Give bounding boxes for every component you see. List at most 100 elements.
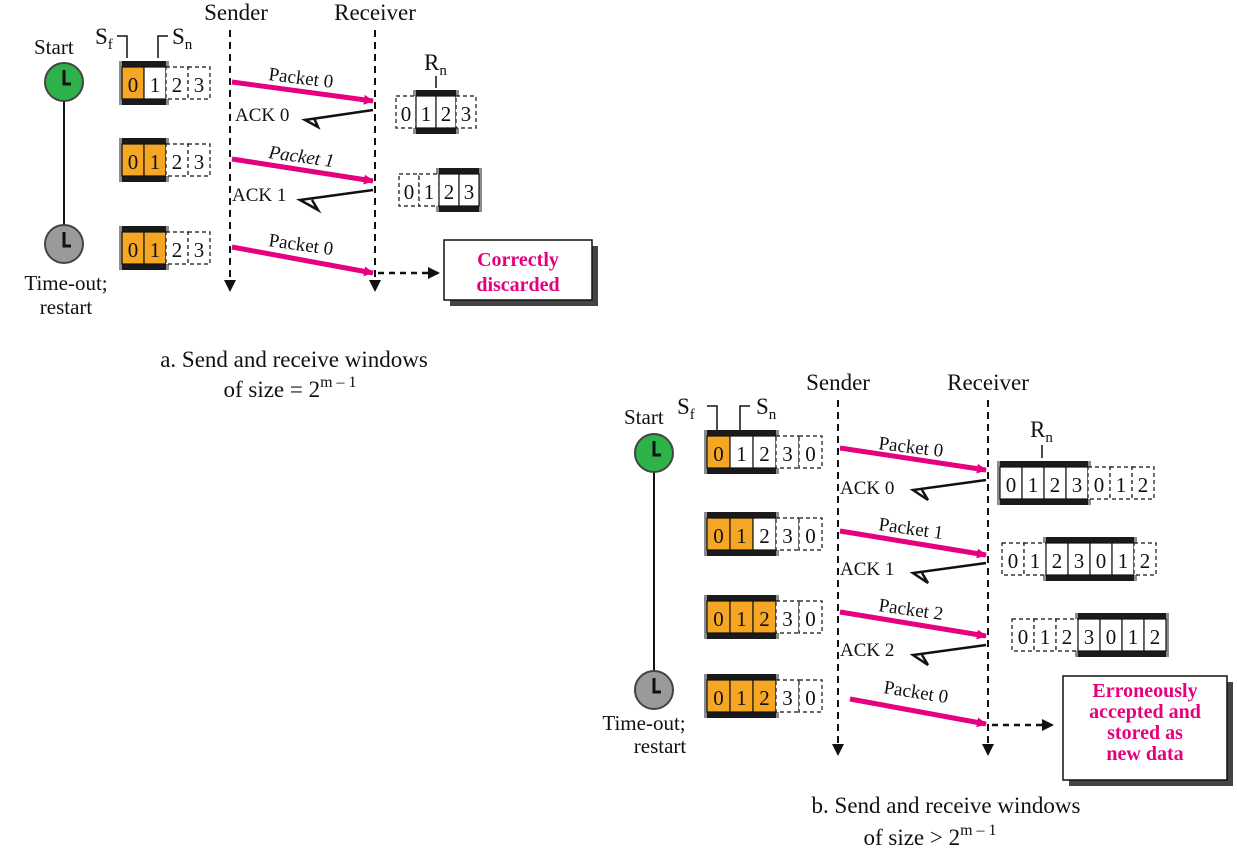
sf-label: Sf [95, 24, 113, 53]
packet-arrow-a-2 [231, 244, 374, 277]
receiver-window-b-2-bar-top [1078, 613, 1166, 619]
receiver-window-a-1-cell-label-0: 0 [404, 180, 415, 204]
receiver-window-b-2-cell-label-6: 2 [1150, 625, 1161, 649]
receiver-window-b-1-cell-label-5: 1 [1118, 549, 1129, 573]
ack-arrow-b-0 [909, 478, 987, 502]
sender-window-a-1-bar-top [122, 138, 166, 144]
receiver-window-b-0-cell-label-2: 2 [1050, 473, 1061, 497]
receiver-window-b-0-cell-label-1: 1 [1028, 473, 1039, 497]
timeout-label-line2: restart [40, 295, 93, 319]
receiver-window-a-1-cell-label-1: 1 [424, 180, 435, 204]
timeout-label-b-line2: restart [634, 734, 687, 758]
packet-arrow-a-0 [231, 79, 374, 105]
receiver-window-b-0-bar-bottom [1000, 499, 1088, 505]
sf-label-b: Sf [677, 394, 695, 423]
packet-arrow-b-0 [839, 445, 987, 474]
receiver-window-b-0-cell-label-0: 0 [1006, 473, 1017, 497]
sender-window-b-2-cell-label-3: 3 [782, 607, 793, 631]
receiver-window-b-1-bar-top [1046, 537, 1134, 543]
sender-window-b-0-cell-label-1: 1 [736, 442, 747, 466]
receiver-window-a-0-cell-label-2: 2 [441, 102, 452, 126]
receiver-window-b-2-cell-6 [1143, 618, 1167, 652]
ack-arrow-a-1 [296, 188, 374, 214]
sender-window-b-0-cell-4 [798, 435, 823, 469]
rn-label-b: Rn [1030, 417, 1053, 446]
sender-window-a-2-bar-bottom [122, 264, 166, 270]
receiver-window-a-1-bar-top [439, 168, 479, 174]
sender-window-a-0-cell-3 [187, 66, 211, 100]
sender-window-b-3-cell-label-4: 0 [805, 686, 816, 710]
sender-window-b-0-cell-label-2: 2 [759, 442, 770, 466]
sender-window-a-2-cell-label-0: 0 [128, 238, 139, 262]
sender-window-b-0-cell-label-0: 0 [713, 442, 724, 466]
sender-window-b-1-bar-top [707, 512, 776, 518]
result-text-a-line2: discarded [476, 274, 559, 296]
start-clock-icon-b [634, 433, 674, 473]
receiver-window-b-2-cell-label-0: 0 [1018, 625, 1029, 649]
sender-window-a-1-cell-label-2: 2 [172, 150, 183, 174]
sender-window-b-1-bar-bottom [707, 550, 776, 556]
sender-window-a-1-cell-label-1: 1 [150, 150, 161, 174]
rn-label-a: Rn [424, 50, 447, 79]
sn-label: Sn [172, 24, 193, 53]
result-text-b-line2: accepted and [1089, 701, 1201, 723]
sender-window-b-3-cell-label-2: 2 [759, 686, 770, 710]
sender-window-b-2-bar-bottom [707, 633, 776, 639]
start-label-b: Start [624, 405, 664, 429]
ack-label-b-0: ACK 0 [840, 478, 894, 499]
timeout-clock-icon-b [634, 670, 674, 710]
receiver-window-b-1-cell-label-0: 0 [1008, 549, 1019, 573]
sender-window-b-1-cell-label-2: 2 [759, 524, 770, 548]
sn-pointer [157, 35, 168, 58]
receiver-window-a-0-cell-3 [455, 95, 477, 129]
receiver-window-a-1-cell-label-2: 2 [444, 180, 455, 204]
caption-a-line2: of size = 2m – 1 [223, 374, 356, 402]
sender-window-b-3-bar-bottom [707, 712, 776, 718]
receiver-window-b-1-bar-bottom [1046, 575, 1134, 581]
receiver-window-a-1-bar-bottom [439, 206, 479, 212]
result-text-b-line4: new data [1106, 743, 1183, 765]
ack-arrow-b-2 [909, 643, 987, 667]
sender-window-b-1-cell-label-3: 3 [782, 524, 793, 548]
sender-window-b-2-cell-label-0: 0 [713, 607, 724, 631]
sender-window-a-1-cell-label-0: 0 [128, 150, 139, 174]
packet-arrow-a-1 [231, 156, 374, 185]
receiver-window-b-0-cell-label-6: 2 [1138, 473, 1149, 497]
receiver-window-b-2-cell-label-2: 2 [1062, 625, 1073, 649]
sender-window-b-1-cell-4 [798, 517, 823, 551]
sender-window-b-2-bar-top [707, 595, 776, 601]
ack-arrow-b-1 [909, 561, 987, 585]
caption-b-line2: of size > 2m – 1 [863, 822, 996, 850]
sender-window-b-3-cell-4 [798, 679, 823, 713]
receiver-window-b-1-cell-label-2: 2 [1052, 549, 1063, 573]
sender-window-a-1-cell-3 [187, 143, 211, 177]
sender-window-b-1-cell-label-1: 1 [736, 524, 747, 548]
receiver-window-a-0-bar-bottom [416, 128, 456, 134]
receiver-window-b-1-cell-label-1: 1 [1030, 549, 1041, 573]
timeout-clock-icon [44, 224, 84, 264]
receiver-label-a: Receiver [334, 0, 416, 25]
sender-window-a-0-cell-label-3: 3 [194, 73, 205, 97]
result-box-b [1062, 675, 1228, 781]
receiver-window-b-0-bar-top [1000, 461, 1088, 467]
sender-window-b-3-cell-label-3: 3 [782, 686, 793, 710]
receiver-window-b-2-cell-label-4: 0 [1106, 625, 1117, 649]
ack-arrow-a-0 [301, 108, 374, 130]
panel-a: Start Time-out; restart Sf Sn Sender Rec… [24, 0, 598, 402]
receiver-window-a-0-cell-label-3: 3 [461, 102, 472, 126]
sender-window-a-2-cell-label-2: 2 [172, 238, 183, 262]
receiver-window-a-0-cell-label-0: 0 [401, 102, 412, 126]
sender-window-b-2-cell-label-2: 2 [759, 607, 770, 631]
receiver-window-b-2-bar-bottom [1078, 651, 1166, 657]
receiver-window-b-0-cell-label-3: 3 [1072, 473, 1083, 497]
sender-window-a-1-bar-bottom [122, 176, 166, 182]
